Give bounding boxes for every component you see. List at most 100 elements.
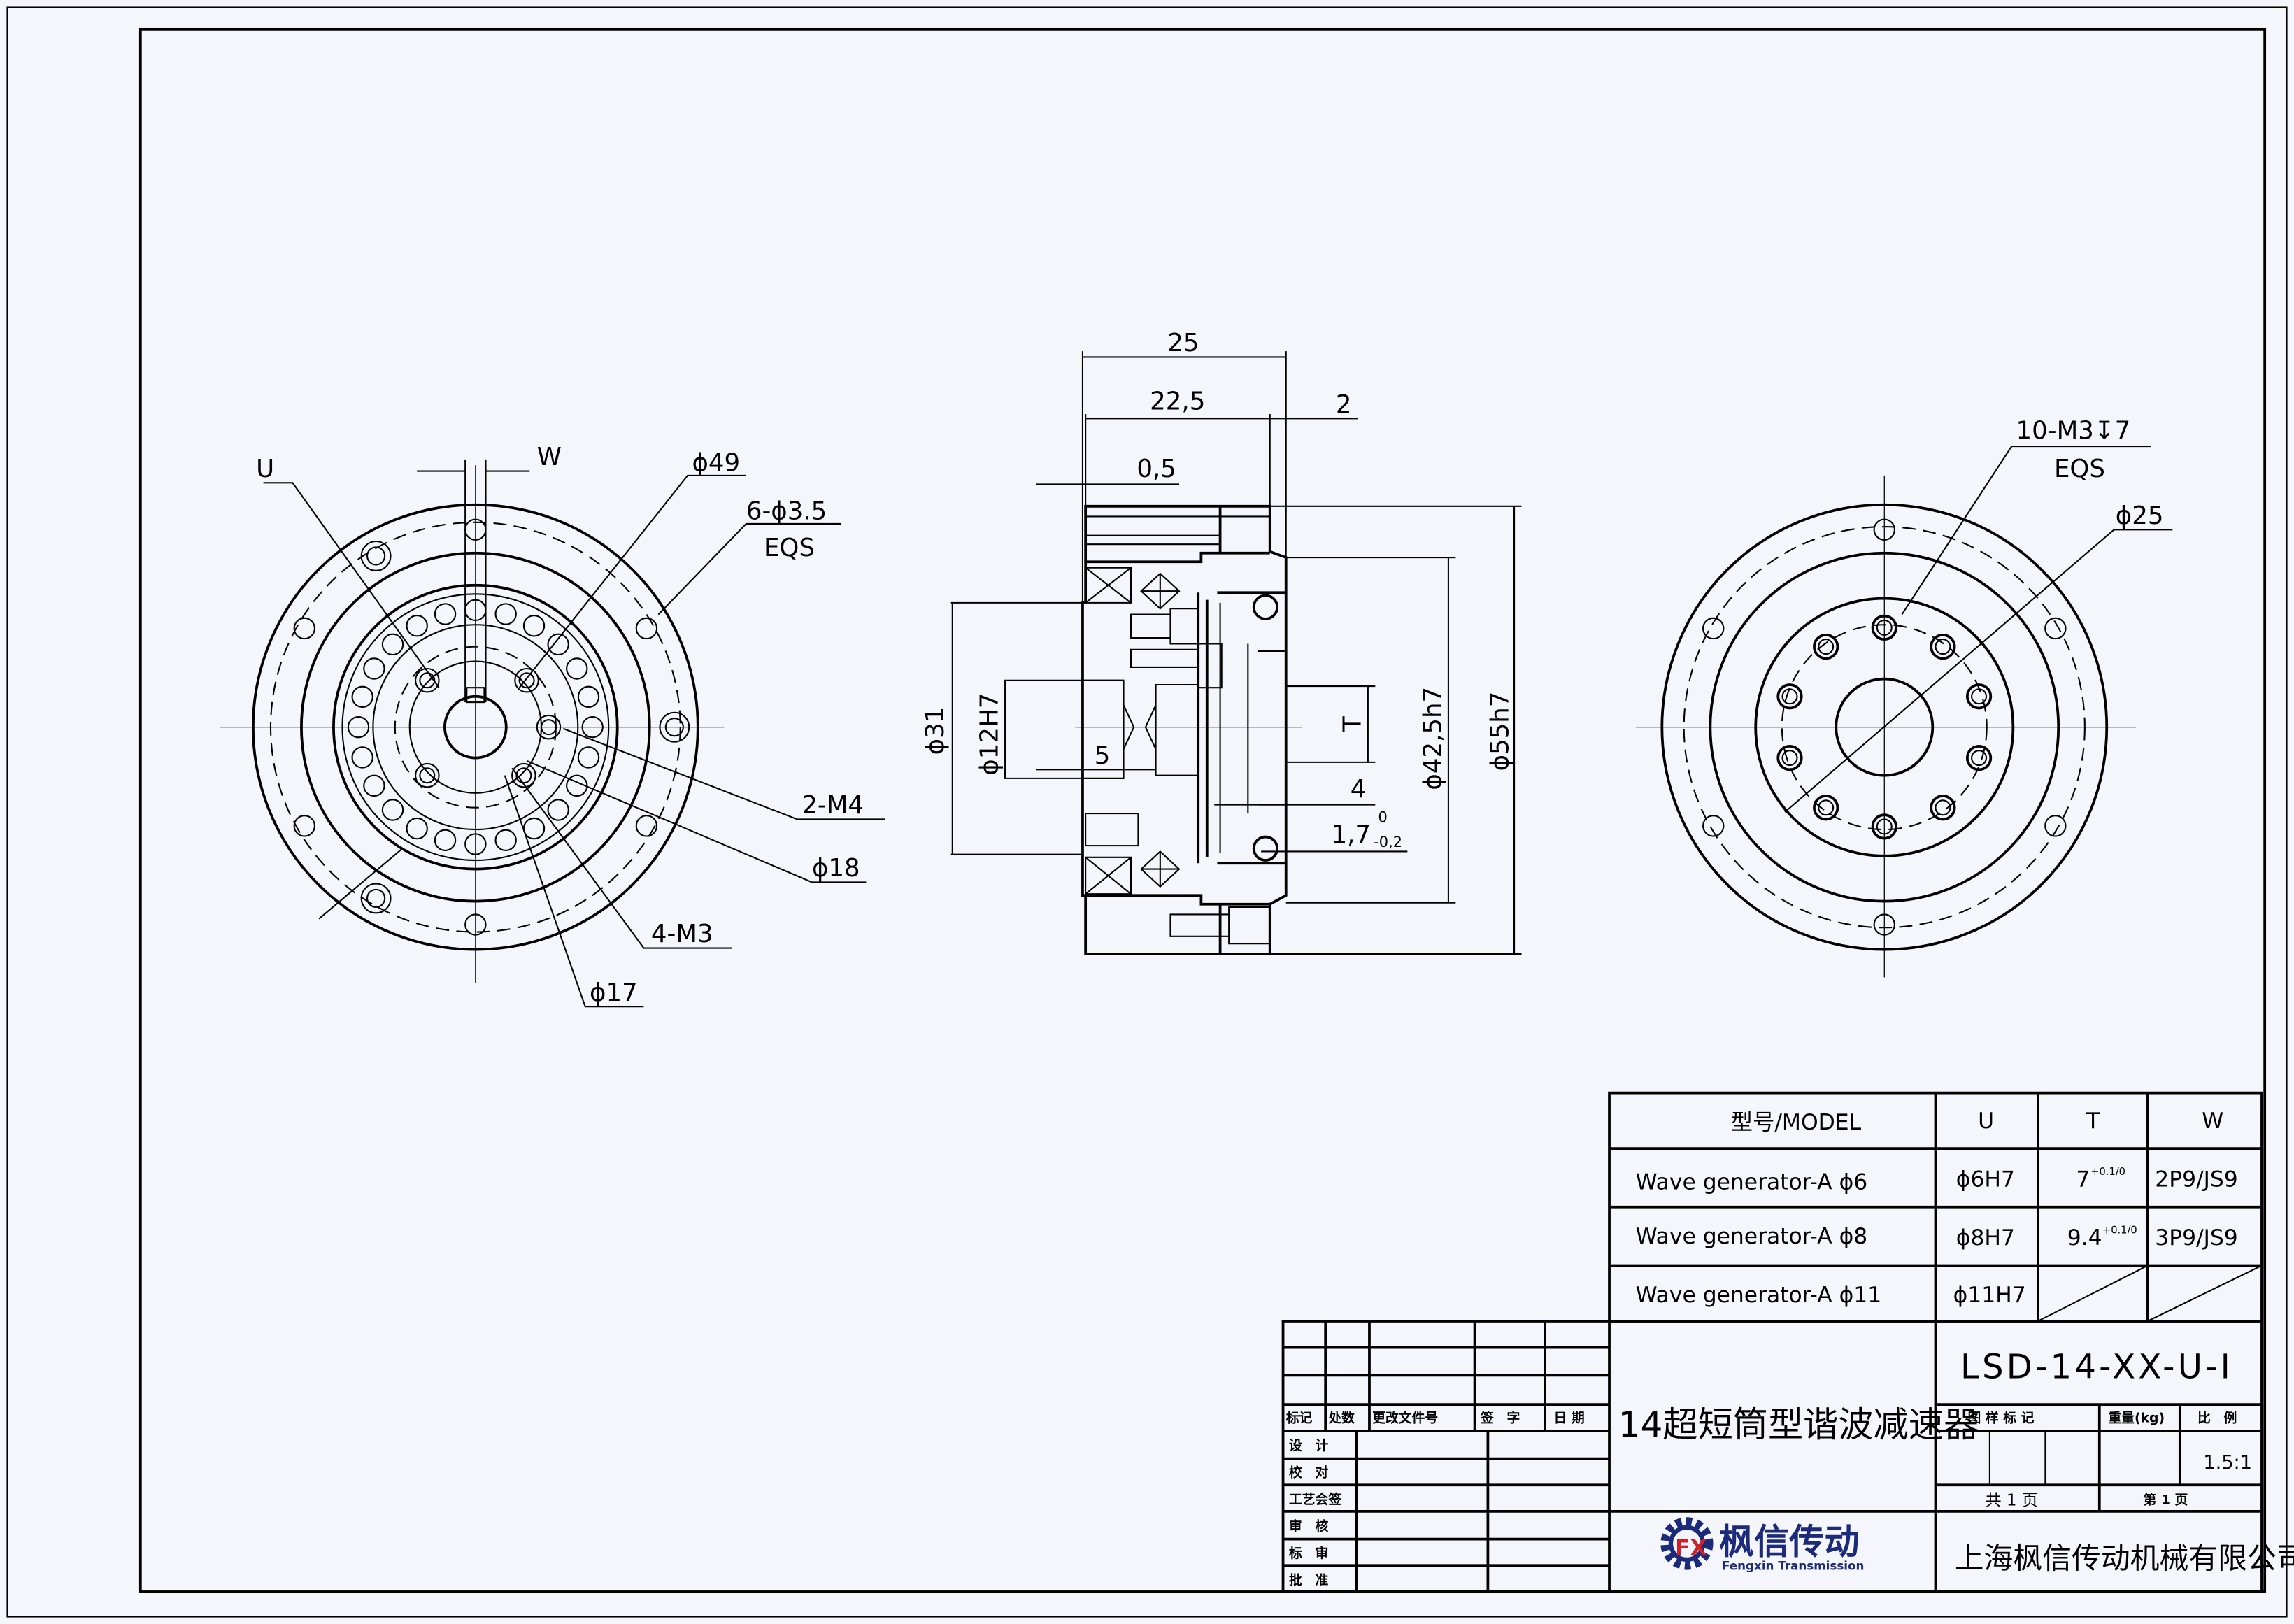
bearing-ball <box>494 603 517 625</box>
cell-w: 2P9/JS9 <box>2155 1167 2238 1192</box>
revision-header: 签 字 <box>1480 1409 1520 1425</box>
model-table: 型号/MODEL U T W Wave generator-A ϕ6 ϕ6H7 … <box>1608 1091 2263 1323</box>
dim-1-7-lower-tol: -0,2 <box>1374 834 1402 850</box>
m3-tapped-hole-core <box>1876 818 1893 835</box>
drawing-number: LSD-14-XX-U-I <box>1960 1348 2233 1387</box>
dim-w: W <box>537 443 562 471</box>
dim-1-7: 1,7 <box>1332 820 1372 849</box>
m3-tapped-hole <box>1871 813 1897 840</box>
inner-hole-core <box>540 719 557 736</box>
bearing-ball <box>547 799 569 821</box>
title-block: 标记处数更改文件号签 字日 期设 计校 对工艺会签审 核标 审批 准 14超短筒… <box>1281 1320 2294 1593</box>
sheet-border <box>6 6 2288 1618</box>
bearing-ball <box>363 774 385 797</box>
inner-hole-core <box>419 767 436 784</box>
m3-tapped-hole <box>1813 633 1839 660</box>
m3-tapped-hole-core <box>1935 639 1951 655</box>
tapped-hole-core <box>664 718 684 737</box>
label-weight: 重量(kg) <box>2108 1410 2165 1425</box>
dim-2: 2 <box>1336 390 1352 419</box>
front-view: U W ϕ49 6-ϕ3.5 EQS 2-M4 ϕ18 4-M3 ϕ17 <box>219 443 885 1008</box>
bearing-ball <box>406 817 428 840</box>
dim-d17: ϕ17 <box>590 978 638 1007</box>
dim-1-7-upper-tol: 0 <box>1378 809 1388 826</box>
m3-tapped-hole-core <box>1935 799 1951 816</box>
dim-d12h7: ϕ12H7 <box>976 693 1004 776</box>
inner-hole-core <box>419 672 436 689</box>
bearing-ball <box>434 603 457 625</box>
mounting-hole <box>1873 518 1895 541</box>
rear-view: 10-M3↧7 EQS ϕ25 <box>1635 417 2173 978</box>
header-model: 型号/MODEL <box>1731 1110 1862 1135</box>
m3-tapped-hole-core <box>1971 750 1988 767</box>
cell-model: Wave generator-A ϕ8 <box>1636 1224 1868 1249</box>
bearing-ball <box>577 746 600 769</box>
bearing-ball <box>406 615 428 637</box>
label-scale: 比 例 <box>2197 1409 2237 1425</box>
logo-mark: FX <box>1675 1536 1707 1561</box>
dim-25: 25 <box>1167 329 1199 357</box>
page-number: 第 1 页 <box>2144 1491 2188 1507</box>
dim-22-5: 22,5 <box>1150 387 1205 416</box>
table-row: Wave generator-A ϕ11 ϕ11H7 <box>1636 1283 2026 1308</box>
logo-chinese: 枫信传动 <box>1719 1521 1860 1562</box>
dim-0-5: 0,5 <box>1137 455 1176 483</box>
dim-eqs: EQS <box>764 534 815 562</box>
mounting-hole <box>1702 617 1725 640</box>
cell-model: Wave generator-A ϕ6 <box>1636 1170 1868 1195</box>
bearing-ball <box>494 829 517 852</box>
approval-role: 设 计 <box>1289 1438 1329 1453</box>
total-pages: 共 1 页 <box>1986 1492 2038 1510</box>
cell-u: ϕ8H7 <box>1956 1225 2015 1251</box>
m3-tapped-hole-core <box>1818 639 1835 655</box>
bearing-ball <box>434 829 457 852</box>
m3-tapped-hole <box>1930 633 1956 660</box>
table-row: Wave generator-A ϕ6 ϕ6H7 7 +0.1/0 2P9/JS… <box>1636 1166 2238 1195</box>
cell-t: 7 <box>2076 1167 2090 1192</box>
cell-w: 3P9/JS9 <box>2155 1225 2238 1251</box>
revision-header: 更改文件号 <box>1372 1409 1438 1425</box>
revision-header: 标记 <box>1285 1410 1313 1425</box>
cell-model: Wave generator-A ϕ11 <box>1636 1283 1882 1308</box>
bearing-ball <box>464 833 487 855</box>
mounting-hole <box>293 815 315 837</box>
table-row: Wave generator-A ϕ8 ϕ8H7 9.4 +0.1/0 3P9/… <box>1636 1224 2238 1251</box>
bearing-ball <box>566 774 588 797</box>
bearing-ball <box>381 633 404 656</box>
dim-m4: 2-M4 <box>802 791 864 820</box>
mounting-hole <box>2044 815 2067 837</box>
mounting-hole <box>1873 913 1895 936</box>
bearing-ball <box>381 799 404 821</box>
dim-4: 4 <box>1351 775 1367 804</box>
approval-role: 标 审 <box>1288 1545 1328 1561</box>
approval-role: 校 对 <box>1289 1465 1329 1481</box>
mounting-hole <box>1702 815 1725 837</box>
m3-tapped-hole-core <box>1781 750 1798 767</box>
m3-tapped-hole <box>1776 683 1803 710</box>
revision-header: 处数 <box>1327 1409 1355 1425</box>
header-u: U <box>1978 1109 1994 1134</box>
mounting-hole <box>293 617 315 640</box>
inner-hole <box>415 762 440 788</box>
m3-tapped-hole-core <box>1876 619 1893 636</box>
cell-t-tolerance: +0.1/0 <box>2102 1224 2137 1236</box>
m3-tapped-hole <box>1930 795 1956 821</box>
mounting-hole <box>464 913 487 936</box>
bearing-ball <box>351 746 373 769</box>
bearing-ball <box>581 715 604 739</box>
dim-10-m3: 10-M3↧7 <box>2016 417 2131 446</box>
inner-hole-core <box>515 767 532 784</box>
tapped-hole <box>360 540 392 571</box>
company-logo: FX 枫信传动 Fengxin Transmission <box>1660 1517 1864 1573</box>
logo-english: Fengxin Transmission <box>1722 1559 1864 1573</box>
m3-tapped-hole-core <box>1818 799 1835 816</box>
approval-role: 工艺会签 <box>1289 1491 1341 1507</box>
drawing-frame <box>138 27 2267 1593</box>
m3-tapped-hole-core <box>1971 688 1988 705</box>
dim-holes: 6-ϕ3.5 <box>746 497 827 526</box>
m3-tapped-hole <box>1871 614 1897 641</box>
cell-t: 9.4 <box>2067 1225 2102 1251</box>
m3-tapped-hole <box>1813 795 1839 821</box>
bearing-ball <box>522 615 546 637</box>
dim-d49: ϕ49 <box>692 449 740 478</box>
